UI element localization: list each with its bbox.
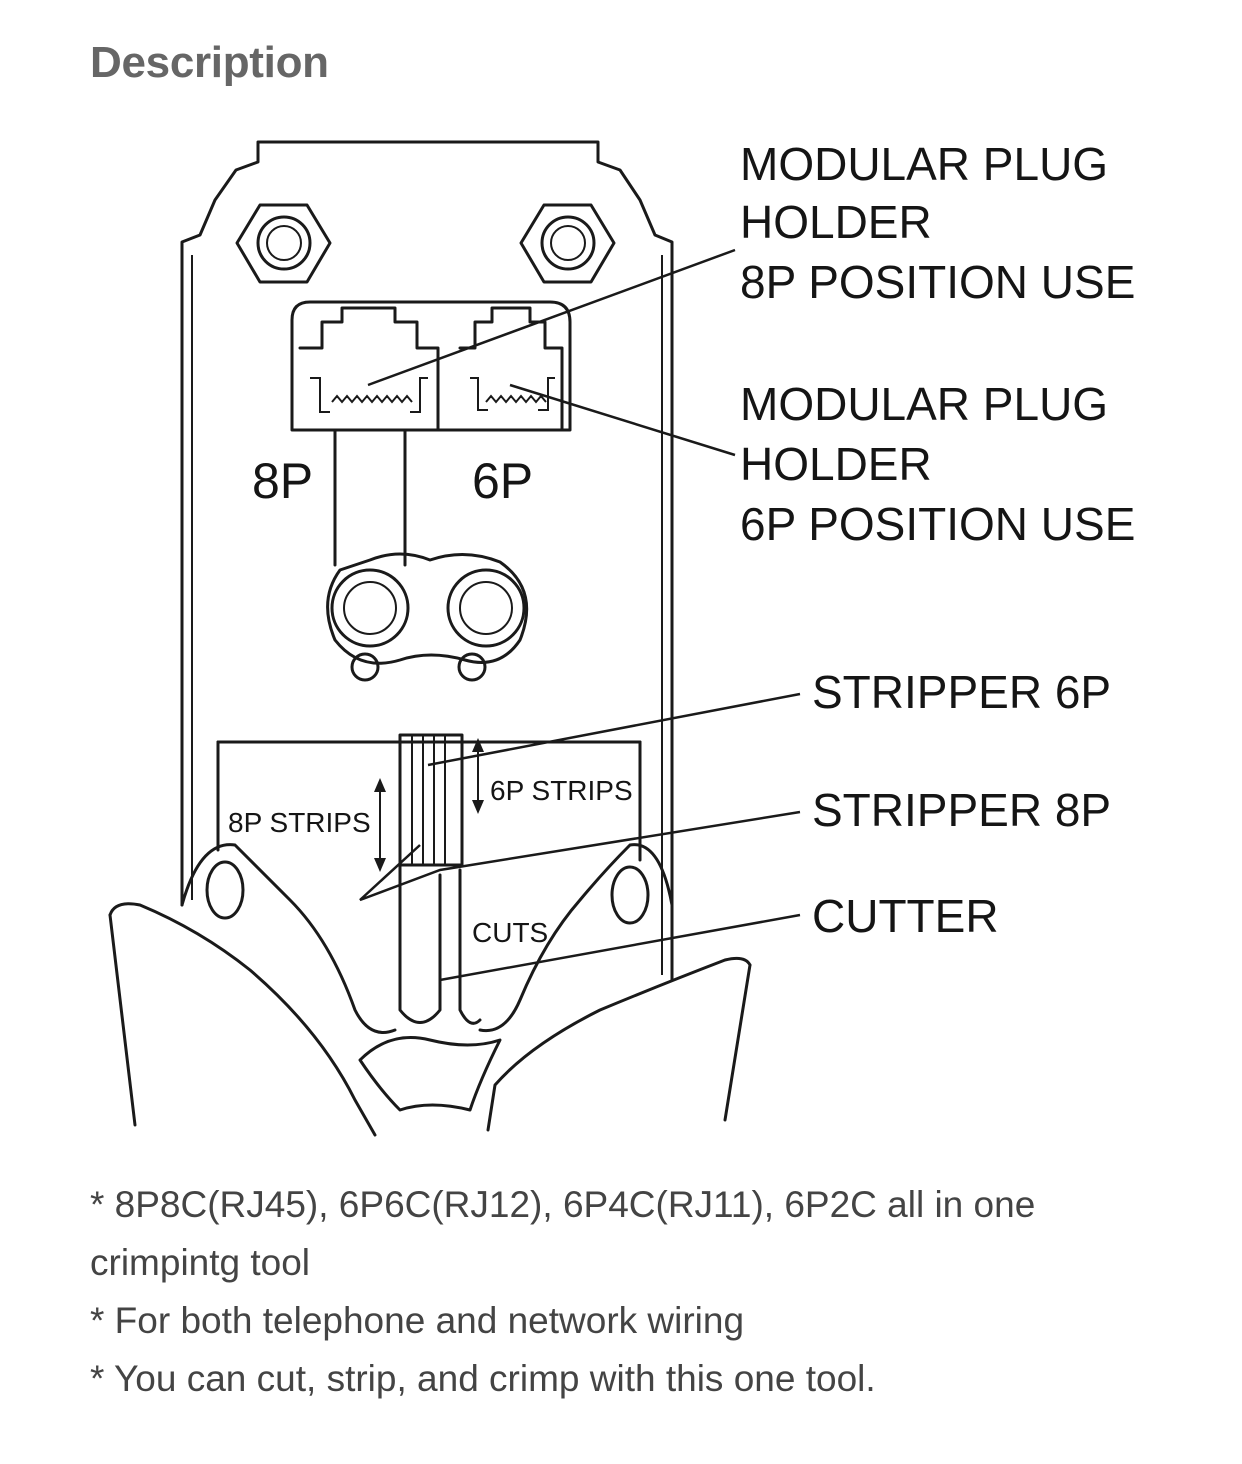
nut-right-icon [519,203,616,284]
plug-holder-block [290,300,572,432]
section-title: Description [90,38,329,87]
leader-holder-6p [509,383,736,457]
pivot-assembly [326,552,529,682]
callout-stripper-6p: STRIPPER 6P [812,666,1111,718]
stripper-plate [216,733,642,872]
callout-holder-6p-line3: 6P POSITION USE [740,498,1135,550]
callout-holder-6p-line2: HOLDER [740,438,932,490]
callout-stripper-8p: STRIPPER 8P [812,784,1111,836]
cutter-blade [398,863,482,1025]
nut-left-icon [235,203,332,284]
feature-item: * For both telephone and network wiring [90,1300,745,1341]
feature-item: * You can cut, strip, and crimp with thi… [90,1358,876,1399]
callout-holder-8p-line1: MODULAR PLUG [740,138,1108,190]
tool-body-outline [180,140,674,982]
label-6p-position: 6P [472,453,533,509]
callout-holder-8p-line2: HOLDER [740,196,932,248]
label-6p-strips: 6P STRIPS [490,775,633,806]
holder-link-bar [333,428,407,567]
handles [108,843,752,1137]
leader-cutter [439,913,801,982]
leader-stripper-6p [427,692,801,767]
feature-list: * 8P8C(RJ45), 6P6C(RJ12), 6P4C(RJ11), 6P… [90,1176,1170,1408]
callout-holder-8p-line3: 8P POSITION USE [740,256,1135,308]
callout-holder-6p-line1: MODULAR PLUG [740,378,1108,430]
label-cuts: CUTS [472,917,548,948]
leader-stripper-8p [359,810,801,902]
crimping-tool-diagram: 8P 6P 8P STRIPS 6P STRIPS CUTS MODULAR P… [108,138,1135,1137]
label-8p-position: 8P [252,453,313,509]
leader-holder-8p [367,248,736,387]
feature-item: * 8P8C(RJ45), 6P6C(RJ12), 6P4C(RJ11), 6P… [90,1184,1036,1283]
label-8p-strips: 8P STRIPS [228,807,371,838]
callout-cutter: CUTTER [812,890,999,942]
